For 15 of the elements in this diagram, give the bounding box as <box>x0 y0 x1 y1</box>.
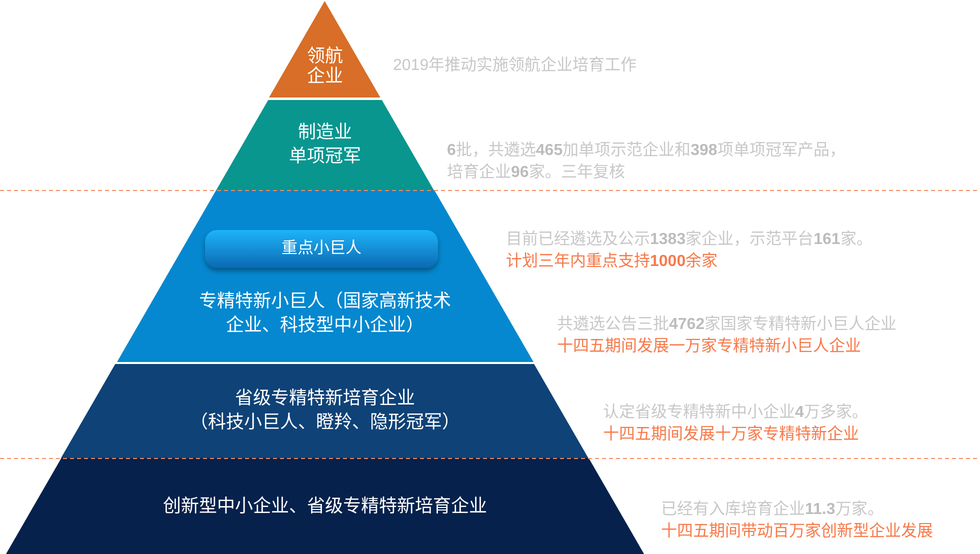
pyramid-tier <box>61 364 589 458</box>
tier-label: 省级专精特新培育企业 <box>234 387 415 410</box>
target-text: 计划三年内重点支持1000余家 <box>506 251 718 272</box>
target-text: 十四五期间带动百万家创新型企业发展 <box>661 521 933 542</box>
tier-label: 专精特新小巨人（国家高新技术企业、科技型中小企业） <box>198 290 452 337</box>
target-text: 十四五期间发展一万家专精特新小巨人企业 <box>557 336 861 357</box>
pill-label: 重点小巨人 <box>281 239 362 259</box>
target-text: 十四五期间发展十万家专精特新企业 <box>603 424 859 445</box>
tier-label: 创新型中小企业、省级专精特新培育企业 <box>162 495 487 518</box>
pyramid-tier <box>269 1 381 98</box>
tier-label: （科技小巨人、瞪羚、隐形冠军） <box>190 411 460 434</box>
highlight-pill <box>204 230 438 268</box>
pyramid-tier <box>6 458 644 554</box>
tier-label: 制造业单项冠军 <box>288 121 362 168</box>
tier-label: 领航企业 <box>306 46 344 86</box>
